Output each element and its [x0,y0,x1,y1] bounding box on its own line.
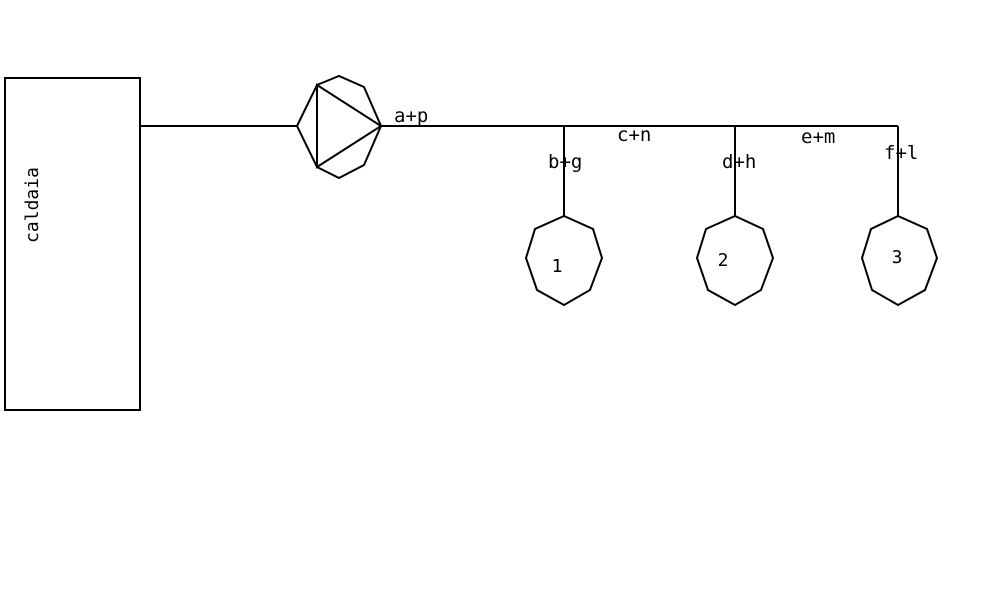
segment-label-2-3: e+m [801,126,835,148]
boiler-body [4,77,141,411]
radiator-number-1: 1 [552,256,563,277]
branch-1: b+g 1 [524,126,604,307]
segment-label-main: a+p [394,105,428,127]
radiator-number-2: 2 [718,250,729,271]
branch-label-3: f+l [884,142,918,164]
boiler-label: caldaia [22,167,43,243]
branch-3: f+l 3 [860,126,939,307]
pump-triangle [316,83,383,169]
branch-label-1: b+g [548,151,582,173]
pump-icon [295,74,383,180]
branch-2: d+h 2 [695,126,775,307]
radiator-1 [524,214,604,307]
boiler: caldaia [4,77,141,411]
radiator-number-3: 3 [892,247,903,268]
branch-label-2: d+h [722,151,756,173]
segment-label-1-2: c+n [617,124,651,146]
radiator-3 [860,214,939,307]
pump-housing [295,74,383,180]
radiator-2 [695,214,775,307]
